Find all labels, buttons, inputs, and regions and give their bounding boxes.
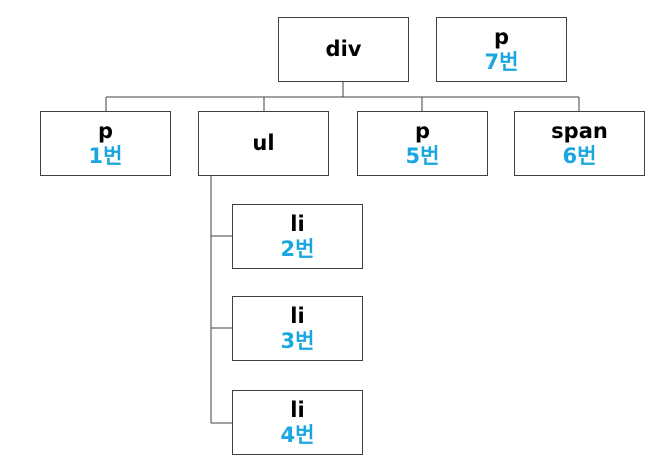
p-node-1: p 1번: [40, 111, 171, 176]
order-label: 7번: [484, 49, 519, 74]
order-label: 4번: [280, 422, 315, 447]
p-node-5: p 5번: [357, 111, 488, 176]
div-tag-label: div: [325, 37, 362, 61]
order-label: 2번: [280, 236, 315, 261]
li-node-2: li 2번: [232, 204, 363, 269]
ul-node: ul: [198, 111, 329, 176]
p-tag-label: p: [97, 118, 114, 143]
order-label: 1번: [88, 143, 123, 168]
li-tag-label: li: [290, 211, 305, 236]
order-label: 6번: [562, 143, 597, 168]
div-node: div: [278, 17, 409, 82]
li-tag-label: li: [290, 303, 305, 328]
order-label: 3번: [280, 328, 315, 353]
span-node-6: span 6번: [514, 111, 645, 176]
li-tag-label: li: [290, 397, 305, 422]
order-label: 5번: [405, 143, 440, 168]
li-node-4: li 4번: [232, 390, 363, 455]
p-tag-label: p: [493, 24, 510, 49]
p-tag-label: p: [414, 118, 431, 143]
ul-tag-label: ul: [252, 131, 275, 155]
span-tag-label: span: [551, 118, 608, 143]
p-node-7: p 7번: [436, 17, 567, 82]
li-node-3: li 3번: [232, 296, 363, 361]
